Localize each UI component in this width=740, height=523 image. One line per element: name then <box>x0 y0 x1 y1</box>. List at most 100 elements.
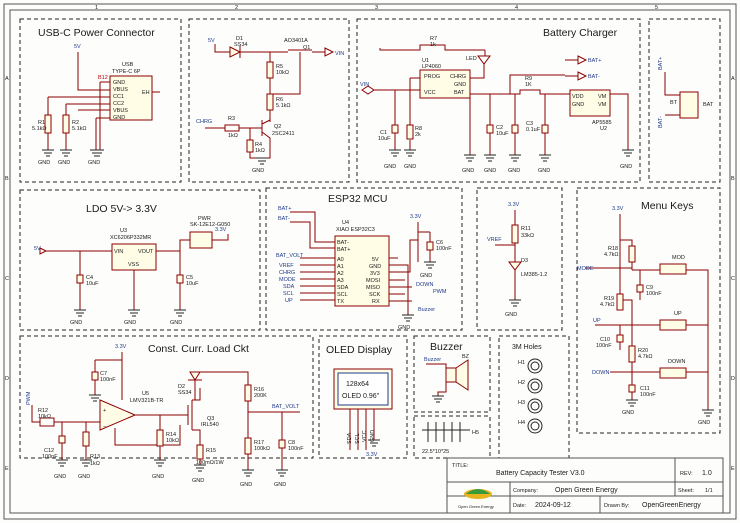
vref-33v-label: 3.3V <box>508 202 520 208</box>
c4-ref: C4 <box>86 275 93 281</box>
menu-section-title: Menu Keys <box>641 200 694 212</box>
led-label: LED <box>466 56 477 62</box>
usb-section-box <box>19 18 182 183</box>
svg-text:VDD: VDD <box>572 94 584 100</box>
svg-text:E: E <box>5 466 9 472</box>
title-block: TITLE: Battery Capacity Tester V3.0 REV:… <box>446 457 724 514</box>
r12-value: 10kΩ <box>38 414 51 420</box>
mcu-net-down: DOWN <box>416 282 433 288</box>
mcu-pin-a1: A1 <box>337 264 344 270</box>
mcu-pin-sda: SDA <box>337 285 349 291</box>
u3-ref: U3 <box>120 228 127 234</box>
mcu-gnd1: GND <box>398 325 410 331</box>
sheet-value: 1/1 <box>705 488 713 494</box>
mcu-net-vref: VREF <box>279 263 294 269</box>
usb-shield: EH <box>142 90 150 96</box>
load-gnd2: GND <box>78 474 90 480</box>
rev-label: REV: <box>680 471 693 477</box>
load-pwm-label: PWM <box>26 391 32 405</box>
svg-text:D: D <box>5 376 9 382</box>
r1-value: 5.1kΩ <box>32 126 47 132</box>
date-value: 2024-09-12 <box>535 502 571 509</box>
r19-value: 4.7kΩ <box>600 302 615 308</box>
mcu-pin-gnd: GND <box>369 264 381 270</box>
holes-section-box <box>498 335 570 459</box>
r7-value: 1k <box>430 42 436 48</box>
mcu-net-up: UP <box>285 298 293 304</box>
esp32-mcu: U4 XIAO ESP32C3 BAT- BAT+ A0 A1 A2 A3 SD… <box>276 206 452 331</box>
svg-text:B: B <box>5 176 9 182</box>
sw-gnd: GND <box>252 168 264 174</box>
mcu-pin-rx: RX <box>372 299 380 305</box>
c7-ref: C7 <box>100 371 107 377</box>
r14-ref: R14 <box>166 432 176 438</box>
d1-value: SS34 <box>234 42 247 48</box>
r8-value: 2k <box>415 132 421 138</box>
svg-text:BAT: BAT <box>454 90 465 96</box>
bt-ref: BT <box>670 100 678 106</box>
mounting-holes: H1 H2 H3 H4 <box>518 358 543 434</box>
load-gnd4: GND <box>192 478 204 484</box>
u4-value: XIAO ESP32C3 <box>336 227 375 233</box>
r2-ref: R2 <box>72 120 79 126</box>
svg-text:C: C <box>5 276 9 282</box>
mcu-pin-mosi: MOSI <box>366 278 381 284</box>
r1-ref: R1 <box>38 120 45 126</box>
h5-ref: H5 <box>472 430 479 436</box>
d1-ref: D1 <box>236 36 243 42</box>
mcu-pin-batn: BAT- <box>337 240 349 246</box>
ldo-circuit: 5V C4 10uF U3 XC6206P332MR VIN VOUT VSS … <box>34 216 230 326</box>
hole-h2: H2 <box>518 380 525 386</box>
d3-ref: D3 <box>521 258 528 264</box>
down-key-label: DOWN <box>668 359 685 365</box>
load-gnd6: GND <box>274 482 286 488</box>
r11-ref: R11 <box>521 226 531 232</box>
pwr-value: SK-12E12-G050 <box>190 222 230 228</box>
c2-ref: C2 <box>496 125 503 131</box>
c10-ref: C10 <box>600 337 610 343</box>
oled-display-module: 128x64 OLED 0.96" SDA SCL VCC GND 3.3V <box>333 368 393 458</box>
sheet-label: Sheet: <box>678 488 694 494</box>
hole-h1: H1 <box>518 360 525 366</box>
vref-section-box <box>476 187 563 331</box>
u5-value: LMV321B-TR <box>130 398 163 404</box>
vref-circuit: 3.3V R11 33kΩ VREF D3 LM385-1.2 GND <box>487 202 547 318</box>
mcu-net-mode: MODE <box>279 277 296 283</box>
outer-frame <box>3 3 737 520</box>
bat-value: BAT <box>703 102 714 108</box>
usb-ref: USB <box>122 62 134 68</box>
svg-text:D: D <box>731 376 735 382</box>
charger-section-box <box>356 18 641 183</box>
r18-value: 4.7kΩ <box>604 252 619 258</box>
load-section-title: Const. Curr. Load Ckt <box>148 343 249 355</box>
u1-value: LP4060 <box>422 64 441 70</box>
r17-value: 100kΩ <box>254 446 270 452</box>
ldo-5v-label: 5V <box>34 246 41 252</box>
pwr-ref: PWR <box>198 216 211 222</box>
svg-text:GND: GND <box>454 82 466 88</box>
svg-text:A: A <box>5 76 9 82</box>
chg-batn-label: BAT- <box>588 74 600 80</box>
mcu-net-batvolt: BAT_VOLT <box>276 253 304 259</box>
chg-gnd5: GND <box>508 168 520 174</box>
mcu-pin-3v3: 3V3 <box>370 271 380 277</box>
chg-gnd7: GND <box>620 164 632 170</box>
c6-ref: C6 <box>436 240 443 246</box>
r2-value: 5.1kΩ <box>72 126 87 132</box>
svg-text:VM: VM <box>598 102 607 108</box>
r6-value: 5.1kΩ <box>276 103 291 109</box>
oled-section-title: OLED Display <box>326 344 393 356</box>
oled-section-box <box>318 335 408 459</box>
rev-value: 1.0 <box>702 470 712 477</box>
oled-33v-label: 3.3V <box>366 452 378 458</box>
battery-section-box <box>648 18 721 183</box>
q2-ref: Q2 <box>274 124 281 130</box>
mcu-section-box <box>265 187 463 331</box>
r11-value: 33kΩ <box>521 233 534 239</box>
mcu-pin-a3: A3 <box>337 278 344 284</box>
mcu-net-sda: SDA <box>283 284 295 290</box>
c11-ref: C11 <box>640 386 650 392</box>
svg-text:1: 1 <box>95 5 98 11</box>
ldo-section-title: LDO 5V-> 3.3V <box>86 203 157 215</box>
